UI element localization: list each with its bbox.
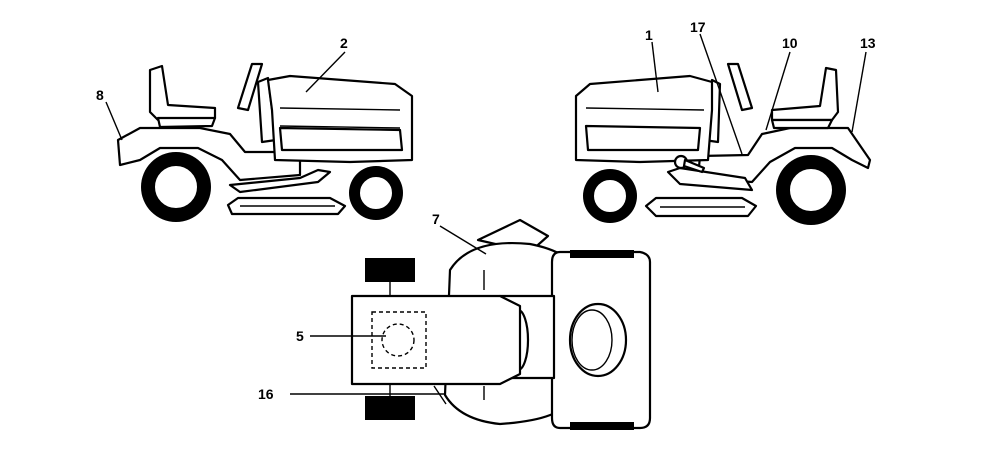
seat-right xyxy=(770,66,840,130)
rear-wheel-top-upper xyxy=(365,258,415,282)
callout-labels: 2 1 17 10 13 8 7 5 16 xyxy=(96,19,876,402)
callout-7: 7 xyxy=(432,211,440,227)
callout-8: 8 xyxy=(96,87,104,103)
rear-fender-left xyxy=(116,126,302,182)
leader-lines xyxy=(105,33,867,395)
front-wheel-right xyxy=(583,169,637,223)
grille-top xyxy=(568,302,628,378)
callout-16: 16 xyxy=(258,386,274,402)
seat-deck-top xyxy=(350,294,522,386)
hood-right xyxy=(574,74,714,164)
rear-wheel-top-lower xyxy=(365,396,415,420)
rear-wheel-left xyxy=(141,152,211,222)
tractor-left-side-view xyxy=(116,62,414,222)
mower-deck-left xyxy=(226,196,347,216)
callout-13: 13 xyxy=(860,35,876,51)
lift-lever-right xyxy=(673,154,706,174)
front-wheel-top-upper xyxy=(570,250,634,258)
rear-wheel-right xyxy=(776,155,846,225)
tractor-right-side-view xyxy=(574,62,872,225)
callout-5: 5 xyxy=(296,328,304,344)
hood-left xyxy=(266,74,414,164)
callout-17: 17 xyxy=(690,19,706,35)
seat-left xyxy=(148,64,217,129)
footrest-left xyxy=(228,168,332,194)
callout-2: 2 xyxy=(340,35,348,51)
tractor-top-view xyxy=(350,218,652,430)
footrest-right xyxy=(666,166,754,192)
mower-deck-right xyxy=(644,196,758,218)
front-wheel-top-lower xyxy=(570,422,634,430)
fuel-cap-area xyxy=(371,311,427,369)
front-wheel-left xyxy=(349,166,403,220)
callout-10: 10 xyxy=(782,35,798,51)
callout-1: 1 xyxy=(645,27,653,43)
